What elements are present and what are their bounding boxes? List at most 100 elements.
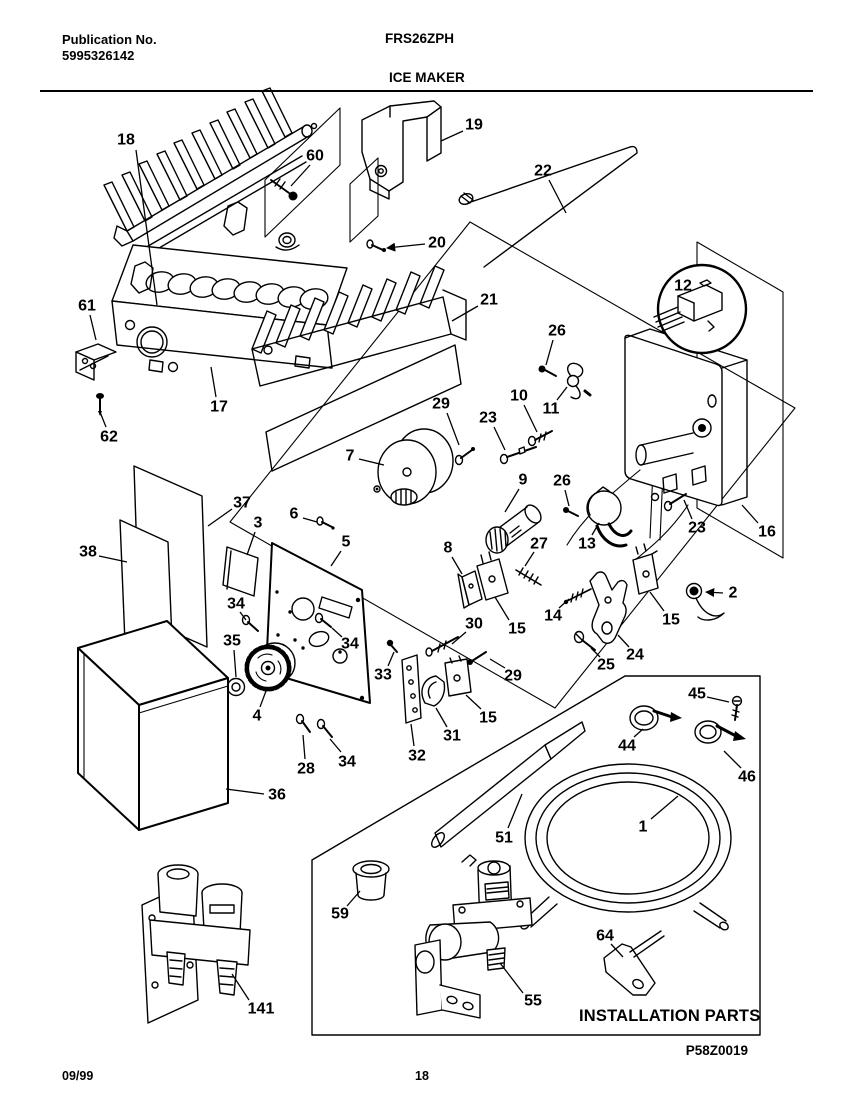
leader-line-27: [524, 551, 535, 567]
diagram-number: P58Z0019: [685, 1043, 748, 1058]
leader-line-15: [494, 596, 510, 621]
callout-14: 14: [544, 608, 562, 625]
part-21-ice-stripper: [251, 265, 467, 472]
leader-line-21: [451, 305, 479, 322]
part-24-lever: [589, 571, 628, 645]
callout-38: 38: [79, 544, 97, 561]
part-59-bushing: [352, 860, 390, 901]
callout-19: 19: [465, 117, 483, 134]
leader-line-8: [451, 556, 463, 575]
leader-line-31: [435, 707, 448, 728]
part-29-screw-lower: [467, 651, 487, 665]
leader-line-11: [556, 386, 568, 401]
callout-29: 29: [504, 668, 522, 685]
section-title: ICE MAKER: [389, 70, 465, 85]
part-45-screw: [731, 695, 743, 721]
callout-7: 7: [346, 448, 355, 465]
callout-4: 4: [253, 708, 262, 725]
part-18-ejector-rake: [103, 87, 318, 259]
part-20-screw: [366, 239, 386, 252]
part-7-motor: [373, 428, 454, 506]
part-1-tubing-coil: [520, 763, 732, 931]
callout-11: 11: [543, 401, 560, 418]
callout-64: 64: [596, 928, 614, 945]
leader-line-55: [499, 962, 524, 994]
leader-line-34: [331, 627, 343, 638]
leader-line-28: [302, 734, 306, 760]
callout-5: 5: [342, 534, 351, 551]
leader-line-33: [387, 651, 395, 667]
leader-line-14: [558, 598, 570, 609]
header-rule: [40, 90, 813, 92]
leader-line-20: [386, 242, 426, 252]
callout-46: 46: [738, 769, 756, 786]
leader-line-26: [545, 339, 554, 366]
part-46-clamp: [694, 720, 746, 744]
leader-line-61: [89, 314, 97, 341]
callout-12: 12: [674, 278, 692, 295]
part-30-screw: [425, 636, 459, 657]
leader-line-46: [723, 750, 742, 769]
leader-line-18: [135, 149, 158, 306]
callout-15: 15: [479, 710, 497, 727]
callout-34: 34: [338, 754, 356, 771]
leader-line-3: [246, 531, 256, 556]
callout-15: 15: [508, 621, 526, 638]
part-13-cam: [586, 486, 633, 548]
part-34-screw-a: [241, 614, 259, 632]
part-11-wire-clip: [566, 362, 592, 400]
leader-line-22: [548, 179, 567, 214]
part-15-switch-bottom: [444, 655, 472, 697]
leader-line-17: [210, 366, 217, 398]
part-33-screw: [386, 639, 398, 653]
callout-6: 6: [290, 506, 299, 523]
part-6-screw: [316, 516, 335, 530]
leader-line-10: [523, 404, 538, 433]
leader-line-4: [259, 690, 267, 708]
callout-34: 34: [227, 596, 245, 613]
callout-32: 32: [408, 748, 426, 765]
callout-37: 37: [233, 495, 251, 512]
part-4-drive-gear: [244, 642, 296, 692]
leader-line-45: [706, 696, 730, 703]
part-26-screw-lower: [563, 507, 579, 517]
leader-line-25: [590, 647, 601, 658]
callout-13: 13: [578, 536, 596, 553]
part-9-thermostat: [485, 504, 542, 554]
publication-block: Publication No.5995326142: [62, 32, 157, 64]
callout-23: 23: [688, 520, 706, 537]
callout-9: 9: [519, 472, 528, 489]
leader-line-36: [225, 788, 265, 795]
installation-parts-label: INSTALLATION PARTS: [579, 1007, 761, 1025]
part-12-connector-detail: [653, 263, 748, 355]
callout-55: 55: [524, 993, 542, 1010]
publication-number: 5995326142: [62, 48, 135, 63]
leader-line-34: [329, 738, 342, 753]
part-25-screw: [573, 630, 596, 651]
callout-21: 21: [480, 292, 498, 309]
leader-line-35: [233, 649, 237, 678]
callout-8: 8: [444, 540, 453, 557]
callout-15: 15: [662, 612, 680, 629]
part-15-switch-right: [632, 543, 659, 595]
callout-28: 28: [297, 761, 315, 778]
installation-parts-box: [311, 675, 761, 1036]
part-29-screw-upper: [454, 447, 475, 466]
leader-line-1: [650, 795, 679, 820]
callout-33: 33: [374, 667, 392, 684]
part-27-spring: [515, 567, 542, 586]
leader-line-44: [633, 728, 644, 738]
callout-59: 59: [331, 906, 349, 923]
part-44-clamp: [629, 705, 682, 731]
callout-22: 22: [534, 163, 552, 180]
part-34-screw-b: [314, 612, 332, 628]
callout-30: 30: [465, 616, 483, 633]
part-3-plate: [222, 546, 259, 597]
callout-34: 34: [341, 636, 359, 653]
leader-line-38: [98, 555, 128, 563]
part-60-screw: [270, 178, 298, 201]
part-22-fill-tube-wire: [458, 145, 638, 268]
part-26-screw-upper: [538, 365, 557, 377]
leader-line-30: [451, 631, 467, 645]
